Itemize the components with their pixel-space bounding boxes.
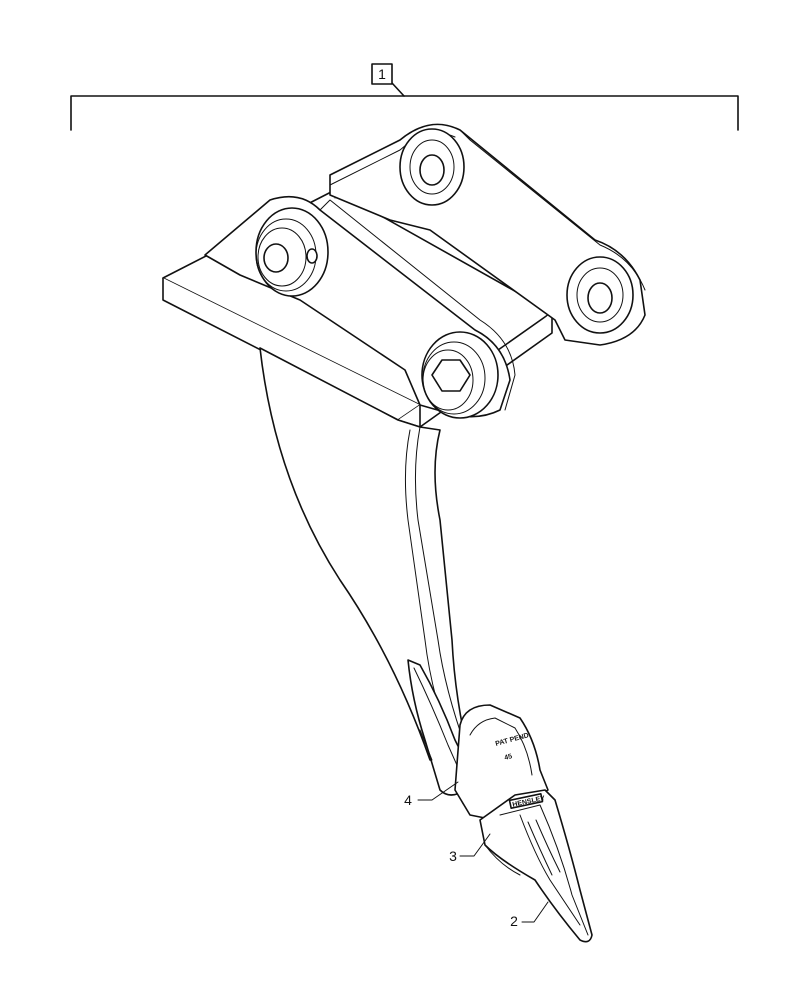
item-number-box <box>371 63 393 85</box>
adapter-stamp-size: 45 <box>504 753 513 762</box>
callout-3: 3 <box>449 833 491 864</box>
callout-2: 2 <box>510 901 549 929</box>
pin-boss-top-right <box>399 128 465 206</box>
pin-boss-right <box>566 256 634 334</box>
pin-boss-left <box>255 207 329 297</box>
callout-3-label: 3 <box>449 848 457 864</box>
assembly-bracket: 1 <box>70 63 739 131</box>
callout-4-label: 4 <box>404 792 412 808</box>
callout-4: 4 <box>404 781 459 808</box>
tip-brand-plate <box>508 792 544 810</box>
item-number-label: 1 <box>378 66 386 82</box>
callout-2-label: 2 <box>510 913 518 929</box>
ripper-tip: HENSLEY <box>479 789 593 943</box>
ripper-shank <box>259 347 471 771</box>
pin-boss-front <box>421 331 499 419</box>
